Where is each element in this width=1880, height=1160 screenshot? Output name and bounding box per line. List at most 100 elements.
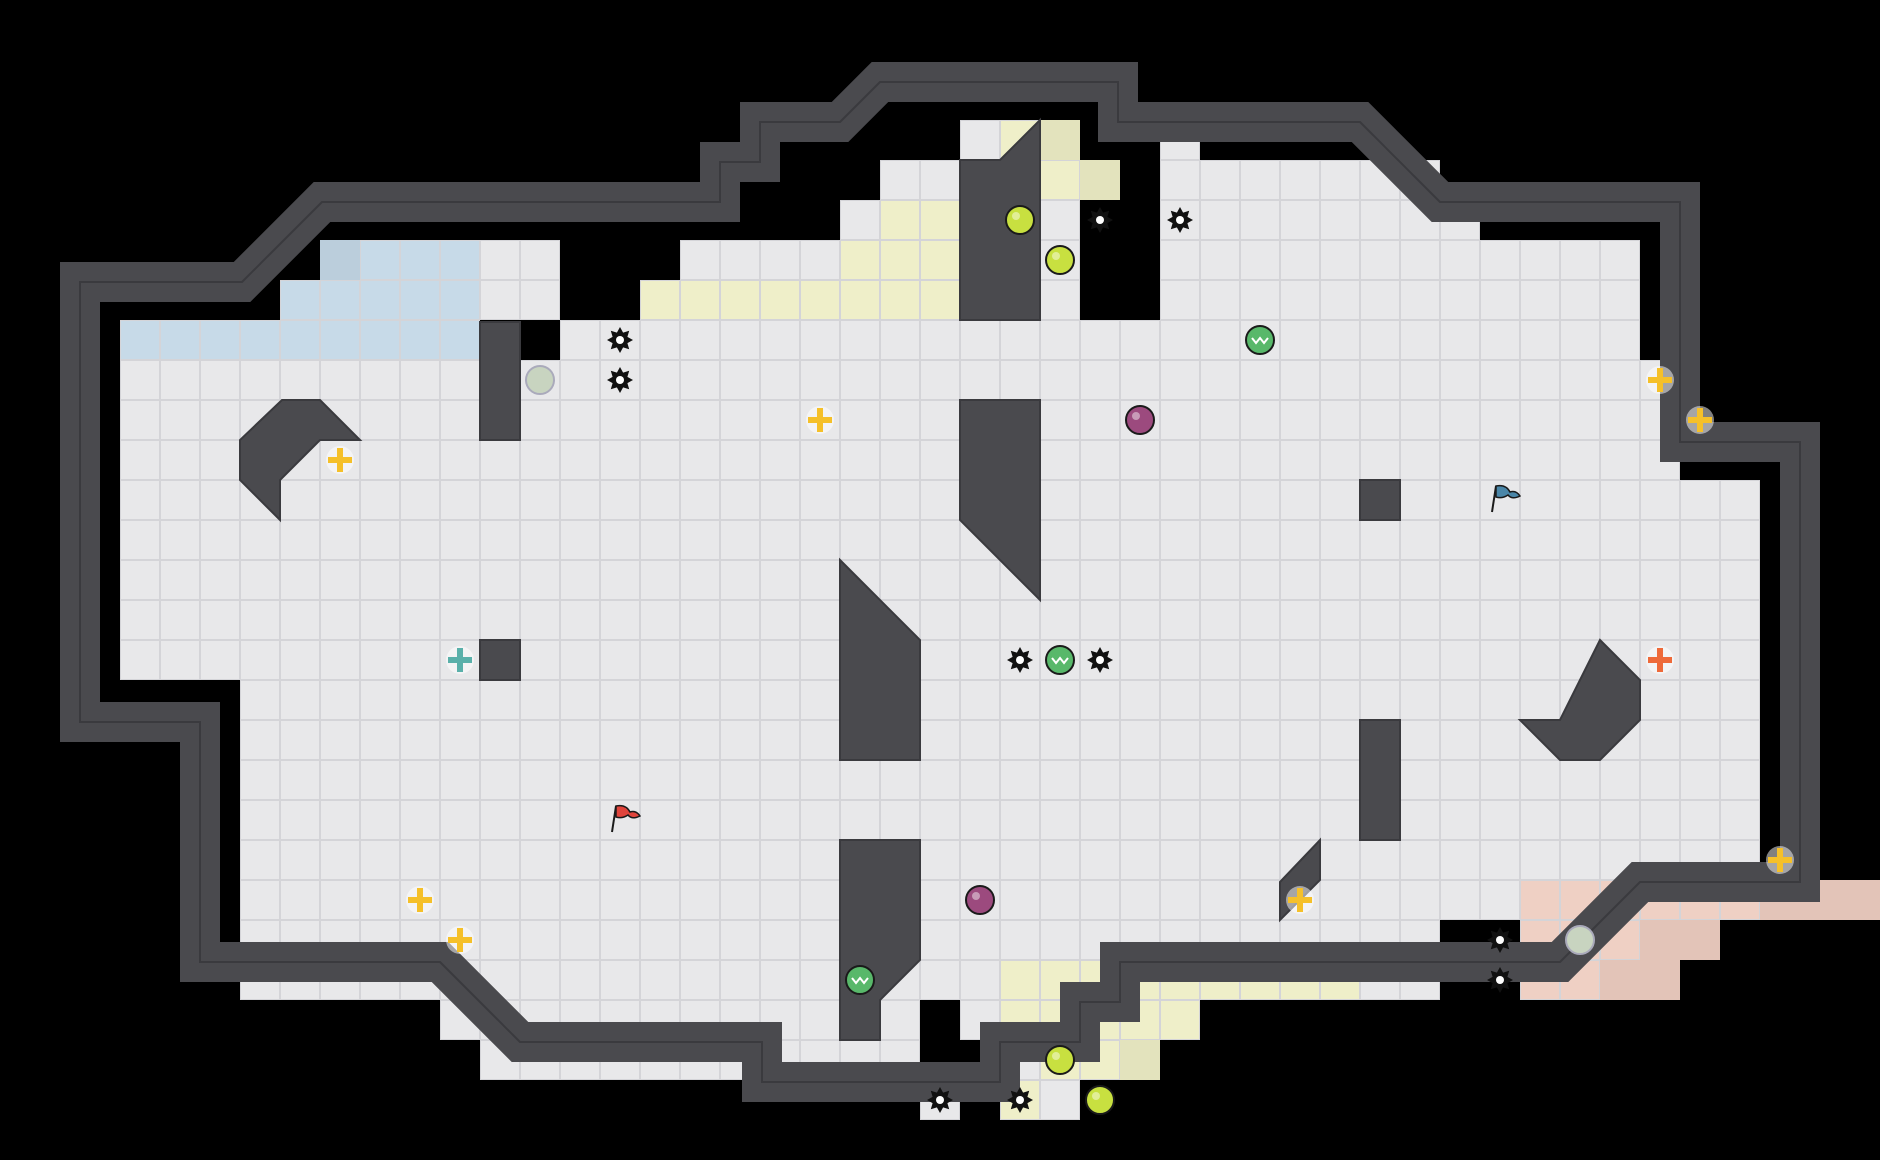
- grid-cell: [1440, 480, 1480, 520]
- yellow-flag-icon: [1646, 366, 1674, 394]
- grid-cell: [560, 880, 600, 920]
- grid-cell: [440, 720, 480, 760]
- grid-cell: [200, 520, 240, 560]
- grid-cell: [1200, 800, 1240, 840]
- grid-cell: [320, 800, 360, 840]
- spike-icon: [1487, 967, 1513, 993]
- grid-cell: [680, 680, 720, 720]
- grid-cell: [1240, 520, 1280, 560]
- grid-cell: [440, 600, 480, 640]
- grid-cell: [1320, 280, 1360, 320]
- grid-cell: [1160, 1000, 1200, 1040]
- grid-cell: [1680, 480, 1720, 520]
- grid-cell: [560, 800, 600, 840]
- grid-cell: [1720, 480, 1760, 520]
- wall-block: [479, 321, 521, 441]
- grid-cell: [1400, 520, 1440, 560]
- grid-cell: [360, 480, 400, 520]
- grid-cell: [640, 280, 680, 320]
- grid-cell: [1560, 600, 1600, 640]
- grid-cell: [720, 920, 760, 960]
- grid-cell: [1320, 200, 1360, 240]
- grid-cell: [960, 600, 1000, 640]
- portal-icon: [1565, 925, 1595, 955]
- grid-cell: [360, 760, 400, 800]
- grid-cell: [560, 560, 600, 600]
- grid-cell: [1000, 760, 1040, 800]
- grid-cell: [1080, 360, 1120, 400]
- grid-cell: [520, 280, 560, 320]
- grid-cell: [720, 280, 760, 320]
- grid-cell: [1280, 280, 1320, 320]
- grid-cell: [360, 840, 400, 880]
- floor-tile-row: [120, 560, 1760, 600]
- grid-cell: [360, 800, 400, 840]
- grid-cell: [1000, 960, 1040, 1000]
- grid-cell: [960, 800, 1000, 840]
- grid-cell: [1560, 360, 1600, 400]
- grid-cell: [1080, 800, 1120, 840]
- grid-cell: [920, 520, 960, 560]
- grid-cell: [1520, 560, 1560, 600]
- grid-cell: [560, 360, 600, 400]
- grid-cell: [640, 560, 680, 600]
- grid-cell: [920, 560, 960, 600]
- grid-cell: [560, 520, 600, 560]
- grid-cell: [1560, 800, 1600, 840]
- boost-icon: [1085, 1085, 1115, 1115]
- grid-cell: [1520, 520, 1560, 560]
- grid-cell: [160, 440, 200, 480]
- grid-cell: [1440, 520, 1480, 560]
- grid-cell: [1360, 240, 1400, 280]
- grid-cell: [1040, 760, 1080, 800]
- grid-cell: [680, 600, 720, 640]
- grid-cell: [1080, 640, 1120, 680]
- grid-cell: [1160, 760, 1200, 800]
- grid-cell: [600, 880, 640, 920]
- grid-cell: [920, 960, 960, 1000]
- grid-cell: [720, 360, 760, 400]
- grid-cell: [1160, 440, 1200, 480]
- grid-cell: [400, 400, 440, 440]
- wall-block: [239, 399, 363, 523]
- grid-cell: [920, 360, 960, 400]
- grid-cell: [240, 600, 280, 640]
- grid-cell: [1200, 680, 1240, 720]
- grid-cell: [1400, 440, 1440, 480]
- grid-cell: [1480, 600, 1520, 640]
- grid-cell: [1280, 440, 1320, 480]
- grid-cell: [1400, 640, 1440, 680]
- grid-cell: [1680, 600, 1720, 640]
- grid-cell: [1600, 560, 1640, 600]
- grid-cell: [440, 240, 480, 280]
- grid-cell: [1640, 800, 1680, 840]
- grid-cell: [480, 840, 520, 880]
- grid-cell: [1400, 400, 1440, 440]
- grid-cell: [400, 520, 440, 560]
- grid-cell: [800, 480, 840, 520]
- powerup-icon: [1045, 645, 1075, 675]
- grid-cell: [1280, 520, 1320, 560]
- grid-cell: [320, 320, 360, 360]
- grid-cell: [120, 640, 160, 680]
- grid-cell: [800, 280, 840, 320]
- grid-cell: [1360, 320, 1400, 360]
- grid-cell: [480, 920, 520, 960]
- grid-cell: [560, 400, 600, 440]
- grid-cell: [680, 960, 720, 1000]
- grid-cell: [1200, 280, 1240, 320]
- grid-cell: [1600, 440, 1640, 480]
- grid-cell: [1320, 880, 1360, 920]
- grid-cell: [520, 600, 560, 640]
- grid-cell: [1400, 600, 1440, 640]
- grid-cell: [680, 320, 720, 360]
- grid-cell: [640, 800, 680, 840]
- grid-cell: [1680, 520, 1720, 560]
- grid-cell: [200, 600, 240, 640]
- grid-cell: [640, 640, 680, 680]
- grid-cell: [320, 680, 360, 720]
- grid-cell: [1120, 480, 1160, 520]
- spike-icon: [607, 367, 633, 393]
- grid-cell: [800, 800, 840, 840]
- grid-cell: [920, 760, 960, 800]
